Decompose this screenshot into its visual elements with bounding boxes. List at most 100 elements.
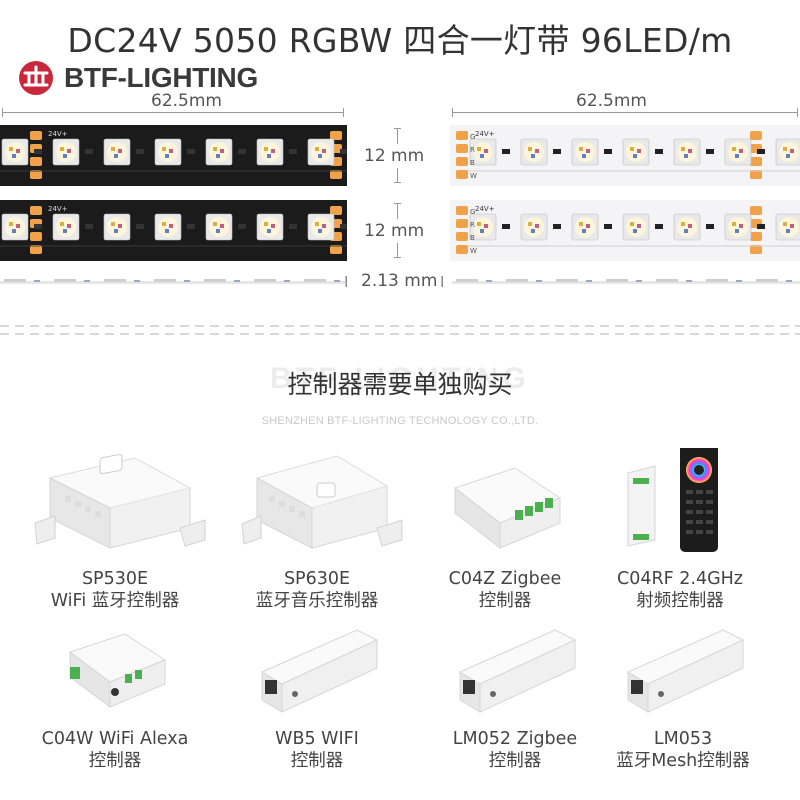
strip-side-component — [686, 280, 692, 282]
product-description: 控制器 — [88, 751, 142, 771]
brand-logo-icon — [19, 61, 53, 95]
dimension-tick — [2, 108, 3, 117]
watermark-brand: BTF-LIGHTING — [270, 362, 530, 395]
led-die — [16, 149, 20, 153]
solder-pad — [330, 170, 342, 179]
led-die — [582, 154, 586, 158]
led-die — [165, 154, 169, 158]
solder-pad — [456, 232, 468, 241]
solder-pad — [30, 157, 42, 166]
led-die — [165, 229, 169, 233]
led-die — [12, 154, 16, 158]
black-strip-top: 24V+ — [0, 125, 347, 186]
strip-side-component — [786, 280, 792, 282]
solder-pad — [750, 245, 762, 254]
width-label-top: 12 mm — [362, 144, 427, 168]
thickness-marker-right: I — [440, 273, 445, 291]
product-card[interactable]: LM053 蓝牙Mesh控制器 — [583, 612, 783, 772]
width-dimension-top-bracket — [394, 128, 401, 183]
voltage-mark: 24V+ — [475, 130, 495, 138]
led-die — [271, 149, 275, 153]
product-model: SP530E — [81, 569, 149, 589]
strip-side-view-left — [0, 279, 345, 284]
solder-pad — [456, 245, 468, 254]
product-model: SP630E — [283, 569, 351, 589]
dimension-tick — [797, 108, 798, 117]
led-die — [786, 154, 790, 158]
thickness-marker-left: I — [344, 273, 349, 291]
length-dimension-left-line — [2, 112, 343, 113]
resistor — [238, 149, 246, 154]
led-die — [735, 154, 739, 158]
product-description: WiFi 蓝牙控制器 — [50, 591, 180, 611]
led-die — [688, 224, 692, 228]
led-die — [531, 229, 535, 233]
led-lens — [56, 142, 76, 162]
product-image — [583, 612, 783, 728]
resistor — [604, 149, 612, 154]
product-card[interactable]: LM052 Zigbee 控制器 — [415, 612, 615, 772]
width-label-bottom: 12 mm — [362, 219, 427, 243]
led-lens — [575, 142, 595, 162]
led-die — [213, 147, 217, 151]
strip-side-component — [234, 280, 240, 282]
led-die — [267, 154, 271, 158]
product-model: C04RF 2.4GHz — [616, 569, 743, 589]
resistor — [238, 224, 246, 229]
led-die — [732, 147, 736, 151]
brand-name: BTF-LIGHTING — [64, 62, 258, 93]
product-model: WB5 WIFI — [275, 729, 359, 749]
led-lens — [779, 217, 799, 237]
led-die — [114, 154, 118, 158]
led-die — [528, 147, 532, 151]
lm052-controller-image — [458, 629, 577, 713]
led-die — [267, 229, 271, 233]
strip-side-component — [636, 280, 642, 282]
led-die — [16, 224, 20, 228]
solder-pad — [456, 157, 468, 166]
led-die — [790, 149, 794, 153]
led-die — [786, 229, 790, 233]
thickness-label: 2.13 mm — [361, 271, 438, 291]
led-lens — [626, 142, 646, 162]
led-die — [586, 149, 590, 153]
dashed-divider — [0, 333, 800, 335]
product-card[interactable]: C04RF 2.4GHz 射频控制器 — [580, 448, 780, 612]
solder-pad — [30, 131, 42, 140]
strip-side-component — [134, 280, 140, 282]
led-lens — [260, 142, 280, 162]
strip-side-component — [84, 280, 90, 282]
product-card[interactable]: C04W WiFi Alexa 控制器 — [15, 612, 215, 772]
led-lens — [311, 217, 331, 237]
dimension-tick — [452, 108, 453, 117]
led-lens — [56, 217, 76, 237]
led-lens — [158, 217, 178, 237]
led-die — [582, 229, 586, 233]
product-description: 蓝牙Mesh控制器 — [616, 751, 750, 771]
solder-pad — [750, 206, 762, 215]
strip-side-led — [706, 279, 728, 282]
led-die — [111, 222, 115, 226]
solder-pad — [750, 232, 762, 241]
sp630e-controller-image — [241, 455, 403, 549]
strip-side-led — [304, 279, 326, 282]
product-card[interactable]: SP530E WiFi 蓝牙控制器 — [15, 448, 215, 612]
resistor — [34, 224, 42, 229]
product-card[interactable]: SP630E 蓝牙音乐控制器 — [217, 448, 417, 612]
led-lens — [311, 142, 331, 162]
product-card[interactable]: WB5 WIFI 控制器 — [217, 612, 417, 772]
led-die — [216, 229, 220, 233]
pin-label: G — [470, 208, 475, 216]
led-die — [169, 149, 173, 153]
product-description: 控制器 — [488, 751, 542, 771]
product-card[interactable]: C04Z Zigbee 控制器 — [405, 448, 605, 612]
led-die — [783, 147, 787, 151]
solder-pad — [750, 131, 762, 140]
led-die — [630, 147, 634, 151]
resistor — [553, 149, 561, 154]
resistor — [604, 224, 612, 229]
solder-pad — [330, 206, 342, 215]
led-die — [535, 224, 539, 228]
